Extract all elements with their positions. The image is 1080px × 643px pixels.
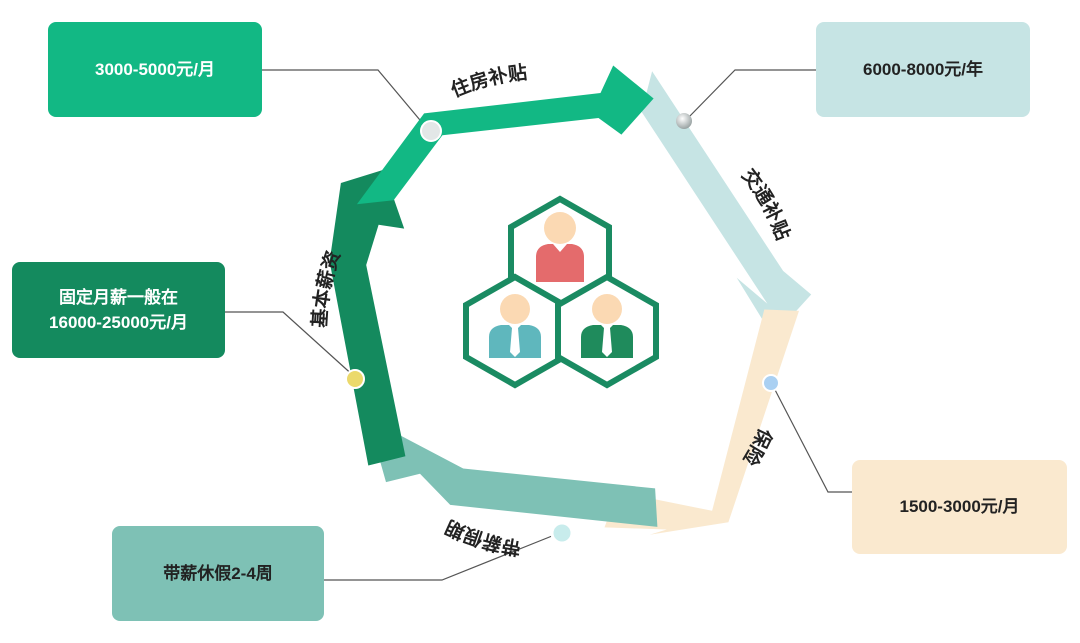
marker-dots [345, 113, 780, 545]
dot-transport [676, 113, 692, 129]
person-right-icon [581, 294, 633, 358]
transport-value-box: 6000-8000元/年 [816, 22, 1030, 117]
arrow-vacation [368, 419, 658, 527]
three-people-hexagon-icon [463, 195, 659, 389]
svg-text:住房补贴: 住房补贴 [448, 62, 529, 102]
arrow-transport [641, 71, 812, 337]
salary-value-line1: 固定月薪一般在 [59, 287, 178, 307]
insurance-value-box: 1500-3000元/月 [852, 460, 1067, 554]
dot-housing [420, 120, 442, 142]
vacation-value: 带薪休假2-4周 [163, 563, 273, 583]
dot-salary [345, 369, 365, 389]
housing-value: 3000-5000元/月 [94, 59, 216, 79]
insurance-value: 1500-3000元/月 [899, 497, 1020, 517]
transport-value: 6000-8000元/年 [862, 59, 984, 79]
person-top-icon [536, 212, 584, 282]
arrow-housing [356, 65, 654, 205]
connector-lines [225, 69, 852, 581]
person-left-icon [489, 294, 541, 358]
dot-insurance [762, 374, 780, 392]
vacation-value-box: 带薪休假2-4周 [112, 526, 324, 621]
ring [329, 65, 812, 535]
arrow-insurance [604, 309, 799, 535]
label-housing: 住房补贴 [448, 62, 529, 102]
connector-transport [685, 69, 816, 121]
svg-text:带薪假期: 带薪假期 [442, 515, 522, 558]
connector-vacation [324, 531, 563, 581]
salary-value-line2: 16000-25000元/月 [49, 313, 188, 332]
arrow-salary [329, 169, 406, 466]
connector-insurance [771, 383, 852, 493]
connector-salary [225, 311, 357, 379]
connector-housing [262, 69, 431, 133]
dot-vacation [550, 521, 574, 545]
housing-value-box: 3000-5000元/月 [48, 22, 262, 117]
label-vacation: 带薪假期 [442, 515, 522, 558]
salary-value-box: 固定月薪一般在 16000-25000元/月 [12, 262, 225, 358]
